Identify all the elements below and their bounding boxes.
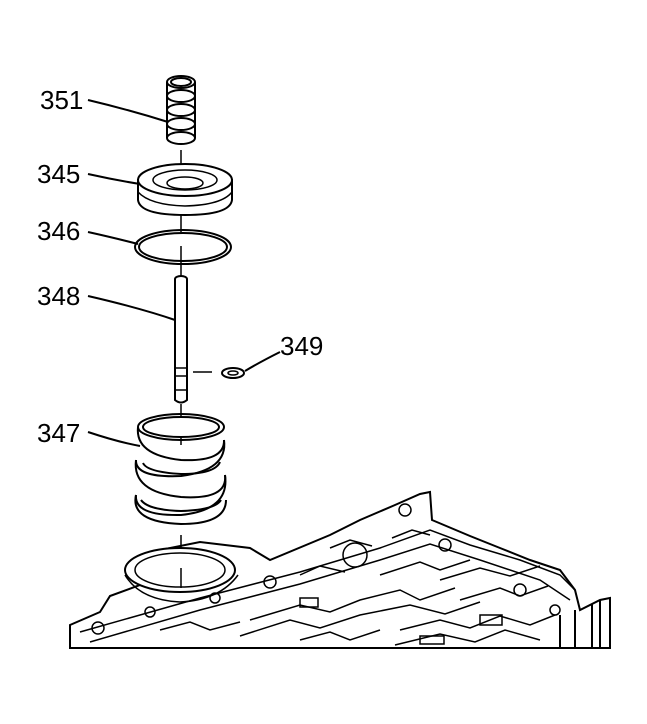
part-351-small-spring: [166, 75, 196, 145]
part-348-pin: [174, 275, 188, 404]
callout-347: 347: [37, 418, 80, 448]
callout-351: 351: [40, 85, 83, 115]
callout-348: 348: [37, 281, 80, 311]
part-347-large-spring: [134, 413, 227, 526]
callout-346: 346: [37, 216, 80, 246]
part-345-piston: [137, 163, 233, 217]
callout-345: 345: [37, 159, 80, 189]
callout-349: 349: [280, 331, 323, 361]
valve-body: [69, 490, 611, 649]
part-349-retaining-clip: [221, 367, 245, 379]
part-346-seal-ring: [134, 229, 232, 265]
leader-lines: [87, 99, 281, 447]
